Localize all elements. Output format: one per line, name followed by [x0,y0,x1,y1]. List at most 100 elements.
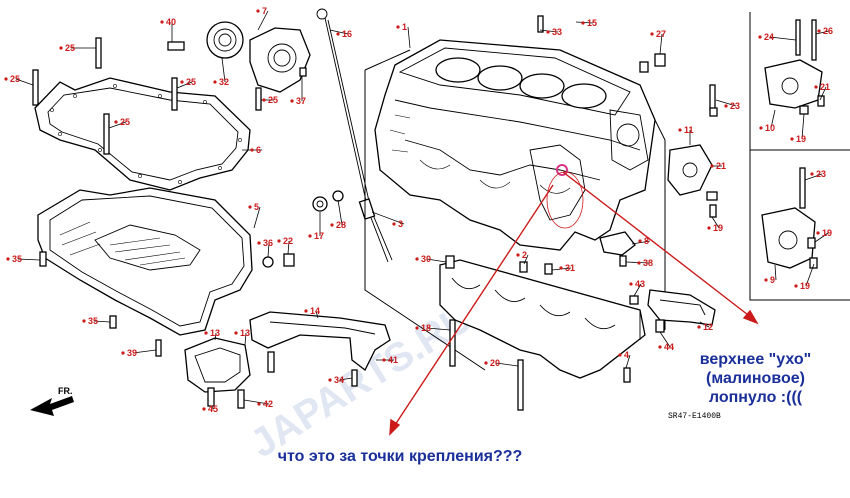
part-number-25: 25 [186,77,196,87]
callout-dot [618,353,622,357]
part-number-45: 45 [208,404,218,414]
leader-line [337,199,343,226]
part-number-30: 30 [421,254,431,264]
part-number-25: 25 [120,117,130,127]
part-number-42: 42 [263,399,273,409]
part-number-19: 19 [796,134,806,144]
callout-dot [257,241,261,245]
stiffener-14 [249,311,391,371]
bracket-13 [184,337,275,393]
leader-line [659,331,671,348]
callout-dot [764,278,768,282]
leader-line [426,258,447,263]
callout-dot [759,126,763,130]
callout-dot [790,137,794,141]
callout-dot [204,331,208,335]
part-number-21: 21 [820,82,830,92]
leader-line [495,362,519,367]
oil-dipstick [316,8,393,263]
leader-line [631,240,651,245]
callout-dot [658,345,662,349]
upper-ear-annotation: верхнее "ухо" (малиновое) лопнуло :((( [668,350,843,407]
leader-line [93,320,111,323]
callout-dot [638,239,642,243]
inset-bottom [749,150,850,301]
callout-dot [707,226,711,230]
callout-dot [277,239,281,243]
upper-ear-line-2: (малиновое) [706,370,805,387]
callout-dot [629,282,633,286]
leader-line [769,36,797,41]
part-number-9: 9 [770,275,775,285]
callout-dot [330,223,334,227]
callout-dot [724,104,728,108]
part-number-18: 18 [421,323,431,333]
callout-dot [710,164,714,168]
leader-line [801,113,805,140]
leader-line [371,211,405,225]
callout-dot [234,331,238,335]
callout-dot [290,99,294,103]
diagram-code: SR47-E1400B [668,412,721,421]
leader-line [426,327,451,331]
part-number-15: 15 [587,18,597,28]
callout-dot [814,85,818,89]
callout-dot [304,309,308,313]
part-number-4: 4 [624,350,629,360]
part-number-32: 32 [219,77,229,87]
leader-line [339,377,353,381]
bearing-cap-bolts [449,319,631,411]
leader-line [244,332,247,346]
part-number-7: 7 [262,6,267,16]
part-number-12: 12 [703,322,713,332]
block-frame [364,49,666,371]
part-number-34: 34 [334,375,344,385]
cylinder-block [374,39,656,251]
callout-dot [678,128,682,132]
callout-dot [59,46,63,50]
part-number-25: 25 [268,95,278,105]
callout-dot [697,325,701,329]
small-bolts [39,15,718,409]
callout-dot [160,20,164,24]
part-number-41: 41 [388,355,398,365]
part-number-1: 1 [402,22,407,32]
leader-line [633,283,642,297]
part-number-23: 23 [816,169,826,179]
callout-dot [4,77,8,81]
part-number-24: 24 [764,32,774,42]
part-number-5: 5 [254,202,259,212]
part-number-40: 40 [166,17,176,27]
annotation-arrows [389,171,759,436]
cracked-ear-highlight [556,164,568,176]
part-number-36: 36 [263,238,273,248]
callout-dot [415,326,419,330]
leader-line [407,26,411,49]
part-number-25: 25 [65,43,75,53]
leader-line [315,310,319,319]
part-number-16: 16 [342,29,352,39]
part-number-33: 33 [552,27,562,37]
inset-top [749,12,850,151]
part-number-25: 25 [10,74,20,84]
callout-dot [382,358,386,362]
callout-dot [213,80,217,84]
callout-dot [637,261,641,265]
part-number-14: 14 [310,306,320,316]
knock-sensors [709,84,718,117]
callout-dot [415,257,419,261]
leader-line [243,399,270,405]
callout-dot [180,80,184,84]
oil-pan [37,187,253,336]
upper-ear-line-1: верхнее "ухо" [699,351,812,368]
leader-line [176,81,193,89]
callout-dot [308,234,312,238]
part-number-23: 23 [730,101,740,111]
part-number-31: 31 [565,263,575,273]
leader-line [715,99,737,107]
part-number-21: 21 [716,161,726,171]
part-number-11: 11 [684,125,694,135]
oil-seal-case [167,21,311,93]
callout-dot [794,284,798,288]
part-number-10: 10 [765,123,775,133]
